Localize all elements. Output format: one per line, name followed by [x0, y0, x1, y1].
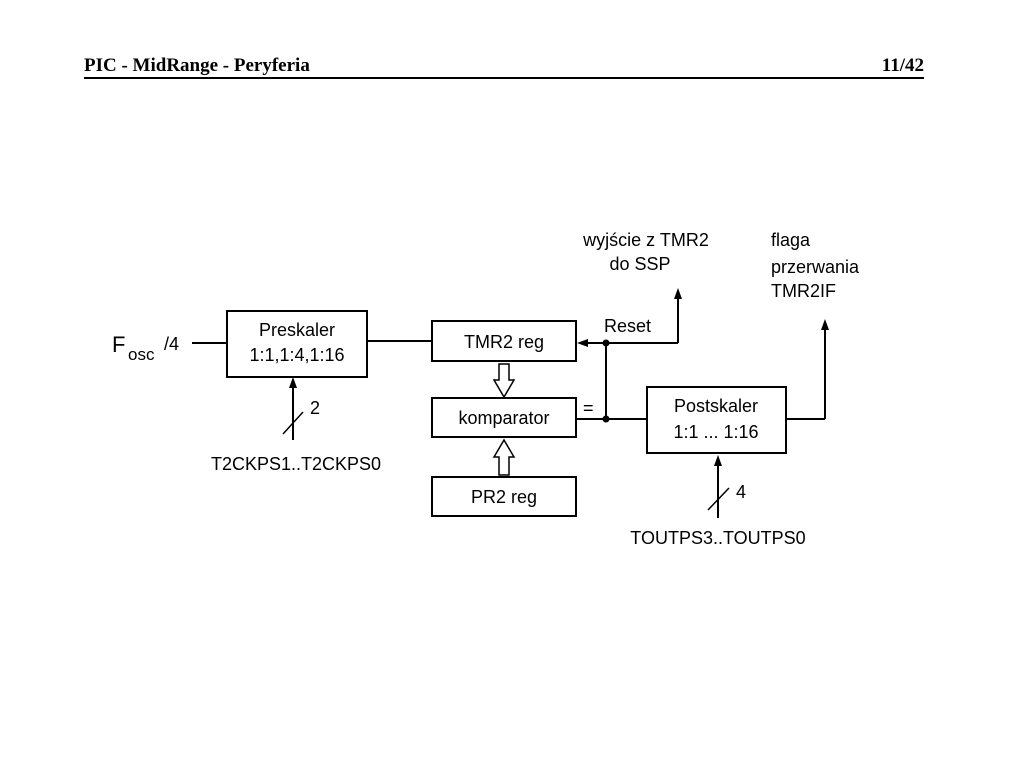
slide-header: PIC - MidRange - Peryferia 11/42 [84, 55, 924, 79]
ssp-out-label-line1: wyjście z TMR2 [582, 230, 709, 250]
fosc-label-sub: osc [128, 345, 155, 364]
fosc-label-f: F [112, 332, 125, 357]
flag-arrow [821, 319, 829, 330]
komparator-box [431, 397, 577, 438]
ssp-out-label-line2: do SSP [609, 254, 670, 274]
postskaler-bus-label: TOUTPS3..TOUTPS0 [630, 528, 805, 548]
tmr2-reg-label: TMR2 reg [464, 332, 544, 352]
postskaler-bus-arrow [714, 455, 722, 466]
preskaler-bus-arrow [289, 377, 297, 388]
reset-label: Reset [604, 316, 651, 336]
postskaler-box [646, 386, 787, 454]
preskaler-bus-label: T2CKPS1..T2CKPS0 [211, 454, 381, 474]
komparator-label: komparator [458, 408, 549, 428]
fosc-label-div: /4 [164, 334, 179, 354]
page-number: 11/42 [881, 55, 924, 76]
preskaler-bus-width: 2 [310, 398, 320, 418]
postskaler-bus-width: 4 [736, 482, 746, 502]
flag-label-line3: TMR2IF [771, 281, 836, 301]
reset-arrow [577, 339, 588, 347]
preskaler-bus-slash [282, 411, 304, 435]
preskaler-ratio: 1:1,1:4,1:16 [249, 345, 344, 365]
tmr2-reg-box [431, 320, 577, 362]
postskaler-ratio: 1:1 ... 1:16 [673, 422, 758, 442]
preskaler-box [226, 310, 368, 378]
flag-label-line2: przerwania [771, 257, 860, 277]
flag-label-line1: flaga [771, 230, 811, 250]
equals-label: = [583, 398, 594, 418]
slide-title: PIC - MidRange - Peryferia [84, 55, 310, 76]
ssp-out-arrow [674, 288, 682, 299]
postskaler-bus-slash [707, 487, 730, 511]
pr2-reg-label: PR2 reg [471, 487, 537, 507]
preskaler-label: Preskaler [259, 320, 335, 340]
pr2-komparator-arrow [492, 438, 516, 476]
pr2-reg-box [431, 476, 577, 517]
postskaler-label: Postskaler [674, 396, 758, 416]
tmr2-komparator-arrow [492, 363, 516, 399]
